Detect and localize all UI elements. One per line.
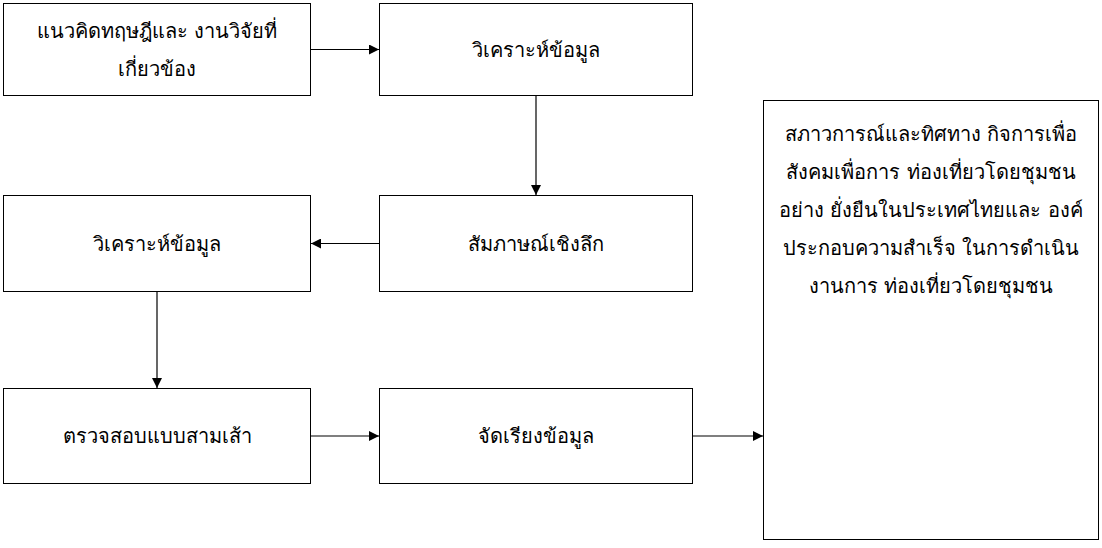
result-box: สภาวการณ์และทิศทาง กิจการเพื่อสังคมเพื่อ… [763,100,1099,540]
flow-arrow [535,96,536,195]
node-label: สัมภาษณ์เชิงลึก [468,225,604,263]
node-label: จัดเรียงข้อมูล [478,417,594,455]
node-label: ตรวจสอบแบบสามเส้า [63,417,252,455]
flow-arrow [693,435,763,436]
node-label: วิเคราะห์ข้อมูล [93,225,221,263]
flow-arrow [311,243,379,244]
process-box: วิเคราะห์ข้อมูล [379,3,693,96]
node-label: แนวคิดทฤษฎีและ งานวิจัยที่เกี่ยวข้อง [18,12,296,88]
process-box: วิเคราะห์ข้อมูล [3,195,311,292]
flow-arrow [311,49,379,50]
process-box: ตรวจสอบแบบสามเส้า [3,388,311,484]
process-box: สัมภาษณ์เชิงลึก [379,195,693,292]
flow-arrow [156,292,157,388]
node-label: สภาวการณ์และทิศทาง กิจการเพื่อสังคมเพื่อ… [778,115,1084,305]
node-label: วิเคราะห์ข้อมูล [472,31,600,69]
flow-arrow [311,435,379,436]
process-box: แนวคิดทฤษฎีและ งานวิจัยที่เกี่ยวข้อง [3,3,311,96]
process-box: จัดเรียงข้อมูล [379,388,693,484]
